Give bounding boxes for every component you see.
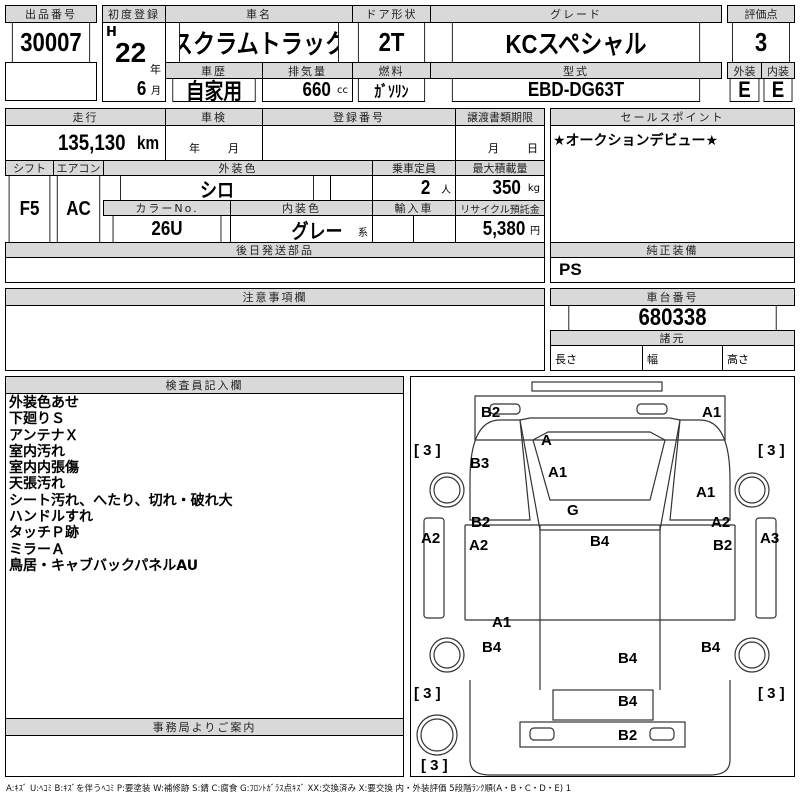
mark: A2 <box>711 514 731 531</box>
note-line: 外装色あせ <box>9 395 79 411</box>
fuel: ｶﾞｿﾘﾝ <box>357 78 426 102</box>
damage-diagram <box>410 376 795 777</box>
office-body <box>5 735 404 777</box>
mark: A1 <box>492 614 512 631</box>
chassis-number: 680338 <box>568 305 777 331</box>
car-name: スクラムトラック <box>179 22 339 63</box>
note-line: 室内汚れ <box>9 443 65 460</box>
legend: A:ｷｽﾞ U:ﾍｺﾐ B:ｷｽﾞを伴うﾍｺﾐ P:要塗装 W:補修跡 S:錆 … <box>6 784 572 794</box>
note-line: シート汚れ、へたり、切れ・破れ大 <box>9 492 233 509</box>
mark: B4 <box>618 693 638 710</box>
note-line: アンテナＸ <box>9 427 79 444</box>
mark: A <box>541 432 552 449</box>
note-line: ハンドルすれ <box>9 509 93 526</box>
mark: [ 3 ] <box>414 442 441 459</box>
model: EBD-DG63T <box>451 78 701 102</box>
note-line: 天張汚れ <box>9 476 65 493</box>
mark: A3 <box>760 530 780 547</box>
load-label: 最大積載量 <box>455 160 545 176</box>
mark: B3 <box>470 455 490 472</box>
ext-score-label: 外装 <box>727 62 762 79</box>
mark: [ 3 ] <box>421 757 448 774</box>
mark: [ 3 ] <box>758 442 785 459</box>
note-line: 鳥居・キャブバックパネルAU <box>9 557 199 574</box>
mark: A2 <box>469 537 489 554</box>
fuel-label: 燃料 <box>352 62 431 79</box>
history: 自家用 <box>172 78 256 102</box>
inspector-notes: 外装色あせ 下廻りＳ アンテナＸ 室内汚れ 室内内張傷 天張汚れ シート汚れ、へ… <box>5 393 404 719</box>
note-line: ミラーＡ <box>9 541 65 558</box>
chassis-label: 車台番号 <box>550 288 795 306</box>
mark: A1 <box>696 484 716 501</box>
height-label: 高さ <box>722 345 795 371</box>
mark: A2 <box>421 530 441 547</box>
int-color-label: 内装色 <box>230 200 373 216</box>
mark: B4 <box>701 639 721 656</box>
int-score: E <box>763 78 793 102</box>
first-reg-year: H 22 年 <box>102 22 166 79</box>
mark: B4 <box>618 650 638 667</box>
mark: B4 <box>482 639 502 656</box>
int-score-label: 内装 <box>761 62 795 79</box>
later-parts <box>5 257 545 283</box>
office-label: 事務局よりご案内 <box>5 718 404 736</box>
reg-no-label: 登録番号 <box>262 108 456 126</box>
ac-label: エアコン <box>53 160 104 176</box>
mark: B4 <box>590 533 610 550</box>
mark: G <box>567 502 579 519</box>
lot-empty <box>5 62 97 101</box>
equipment: PS <box>550 257 795 283</box>
note-line: 室内内張傷 <box>9 460 79 477</box>
mark: B2 <box>618 727 638 744</box>
mark: B2 <box>713 537 733 554</box>
caution <box>5 305 545 371</box>
mark: [ 3 ] <box>758 685 785 702</box>
note-line: 下廻りＳ <box>9 411 65 428</box>
mark: [ 3 ] <box>414 685 441 702</box>
mark: B2 <box>471 514 491 531</box>
note-line: タッチＰ跡 <box>9 525 79 542</box>
mark: A1 <box>702 404 722 421</box>
mark: A1 <box>548 464 568 481</box>
ext-score: E <box>729 78 760 102</box>
mark: B2 <box>481 404 501 421</box>
